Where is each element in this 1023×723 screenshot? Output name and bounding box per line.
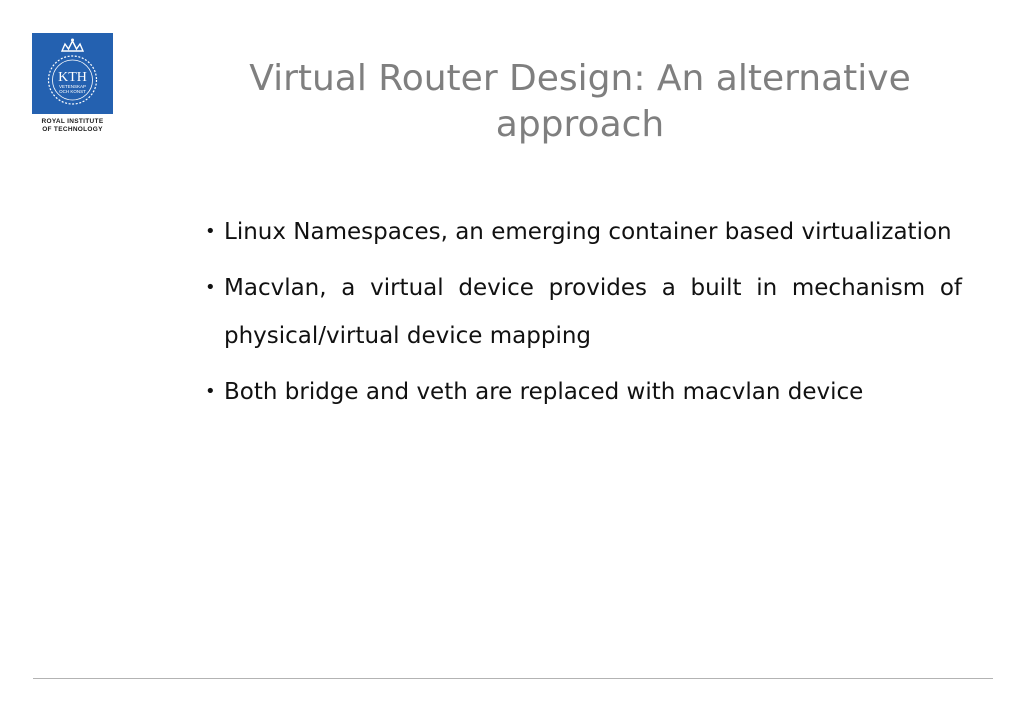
logo-caption-line-2: OF TECHNOLOGY bbox=[42, 125, 103, 133]
logo-subtext-2: OCH KONST bbox=[59, 89, 86, 94]
bullet-dot-icon: • bbox=[205, 277, 216, 298]
bullet-text: Macvlan, a virtual device provides a bui… bbox=[224, 275, 962, 349]
bullet-item: • Macvlan, a virtual device provides a b… bbox=[205, 264, 962, 360]
bullet-text: Linux Namespaces, an emerging container … bbox=[224, 219, 952, 245]
bullet-item: • Linux Namespaces, an emerging containe… bbox=[205, 208, 962, 256]
slide-title: Virtual Router Design: An alternative ap… bbox=[249, 58, 911, 145]
bullet-dot-icon: • bbox=[205, 381, 216, 402]
bullet-dot-icon: • bbox=[205, 221, 216, 242]
footer-divider bbox=[33, 678, 993, 679]
bullet-list: • Linux Namespaces, an emerging containe… bbox=[205, 208, 962, 424]
logo-caption-line-1: ROYAL INSTITUTE bbox=[41, 118, 104, 125]
logo-subtext-1: VETENSKAP bbox=[59, 84, 86, 89]
kth-crest-icon: KTH VETENSKAP OCH KONST bbox=[32, 33, 113, 114]
logo-caption: ROYAL INSTITUTE OF TECHNOLOGY bbox=[32, 118, 113, 133]
bullet-item: • Both bridge and veth are replaced with… bbox=[205, 368, 962, 416]
kth-logo: KTH VETENSKAP OCH KONST ROYAL INSTITUTE … bbox=[32, 33, 113, 137]
bullet-text: Both bridge and veth are replaced with m… bbox=[224, 379, 864, 405]
logo-kth-text: KTH bbox=[58, 70, 87, 85]
